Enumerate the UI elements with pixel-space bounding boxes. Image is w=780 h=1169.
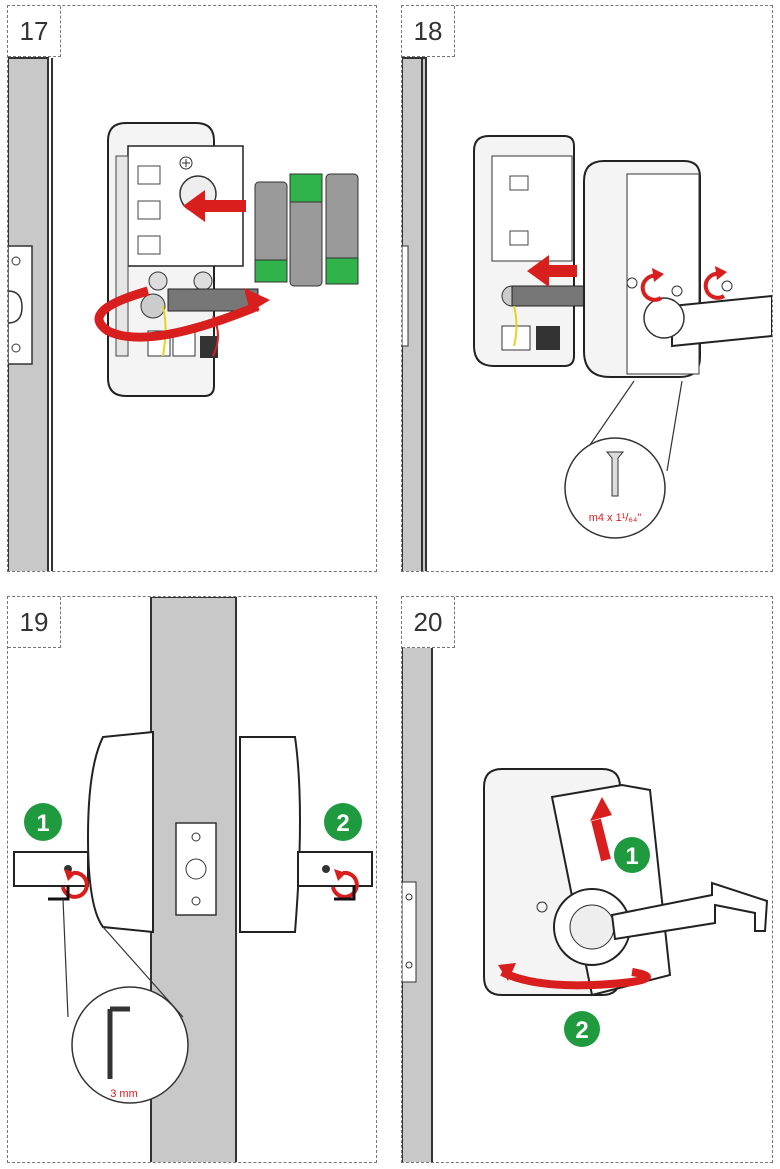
lock-body [483, 768, 672, 997]
lock-right [239, 736, 373, 933]
hex-key-left [48, 885, 70, 901]
lock-cover [583, 160, 772, 378]
lock-housing-open [107, 122, 259, 397]
rotate-arrow [498, 963, 651, 990]
hex-key-size-label: 3 mm [110, 1088, 138, 1100]
hex-key-right [334, 885, 356, 901]
screw-size-label: m4 x 1¹/₆₄" [589, 512, 642, 524]
lock-left [13, 730, 154, 934]
screw-rotate-arrow-right [703, 266, 727, 300]
step-20-panel: 20 1 2 [401, 596, 773, 1163]
strike-plate [175, 822, 217, 916]
svg-text:1: 1 [36, 810, 49, 837]
badge-2: 2 [324, 803, 362, 841]
svg-text:2: 2 [575, 1017, 588, 1044]
slide-up-arrow [590, 797, 612, 862]
slide-cover-arrow [527, 255, 577, 287]
step-19-illustration: 1 2 3 mm [13, 597, 373, 1162]
badge-1: 1 [614, 837, 650, 873]
step-20-illustration: 1 2 [402, 621, 769, 1162]
step-20-number: 20 [402, 597, 455, 648]
step-19-number: 19 [8, 597, 61, 648]
step-17-illustration [8, 57, 359, 571]
svg-text:1: 1 [625, 843, 638, 870]
screw-rotate-arrow-left [640, 268, 664, 302]
step-18-panel: 18 [401, 5, 773, 572]
lever-handle [610, 881, 769, 941]
step-18-number: 18 [402, 6, 455, 57]
insert-battery-arrow [183, 190, 246, 222]
badge-2: 2 [564, 1011, 600, 1047]
step-18-illustration: m4 x 1¹/₆₄" [402, 57, 772, 571]
screw-callout: m4 x 1¹/₆₄" [564, 380, 683, 539]
svg-text:2: 2 [336, 810, 349, 837]
batteries [254, 173, 359, 287]
step-19-panel: 19 [7, 596, 377, 1163]
step-17-panel: 17 [7, 5, 377, 572]
step-17-number: 17 [8, 6, 61, 57]
hex-key-callout: 3 mm [62, 898, 189, 1104]
strike-plate [8, 245, 33, 365]
badge-1: 1 [24, 803, 62, 841]
rotate-arrow [94, 286, 270, 342]
lock-housing-open [473, 135, 593, 367]
